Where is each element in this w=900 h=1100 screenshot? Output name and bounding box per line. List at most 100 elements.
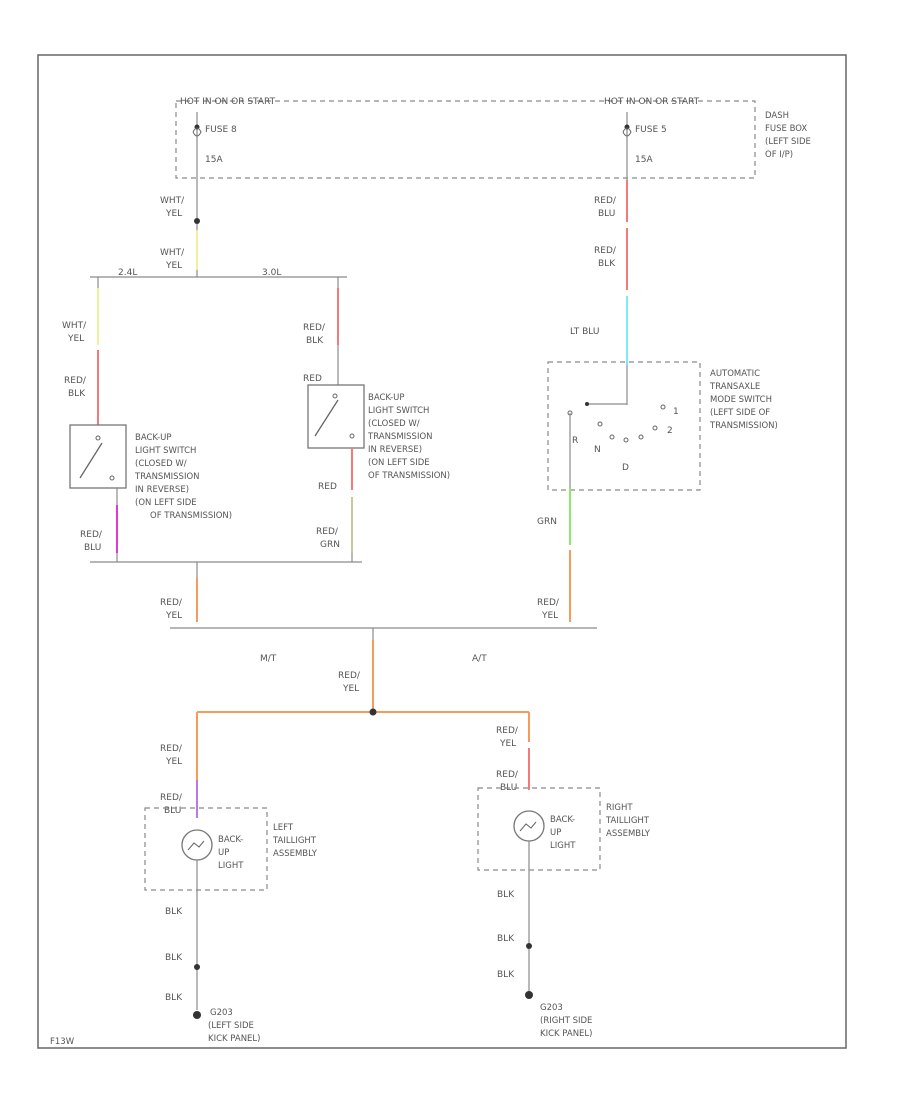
wire-label-red-blu-1a: RED/	[80, 530, 103, 540]
wire-label-blk-6: BLK	[497, 970, 515, 980]
wire-label-red-blk-2a: RED/	[303, 323, 326, 333]
backup-switch-right-icon	[314, 399, 339, 437]
wire-label-red-blu-3b: BLU	[164, 806, 181, 816]
wire-label-red-blk-1b: BLK	[68, 389, 86, 399]
splice-lamps	[369, 708, 377, 716]
wire-label-wht-yel-1b: YEL	[165, 209, 182, 219]
lamp-left-label-1: BACK-	[218, 835, 243, 845]
wire-label-red-yel-1b: YEL	[165, 611, 182, 621]
right-taillight-outline	[477, 787, 601, 871]
wire-label-blk-5: BLK	[497, 934, 515, 944]
left-taillight-outline	[144, 807, 268, 891]
switch-right-label-7: OF TRANSMISSION)	[368, 471, 450, 481]
wire-label-grn: GRN	[537, 517, 557, 527]
fuse-box-location-4: OF I/P)	[765, 150, 793, 160]
switch-right-label-2: LIGHT SWITCH	[368, 406, 429, 416]
wire-label-red-yel-5b: YEL	[499, 739, 516, 749]
ground-right-1: G203	[540, 1003, 563, 1013]
fuse-8-icon	[192, 127, 202, 137]
lamp-right-label-2: UP	[550, 828, 561, 838]
right-taillight: RED/ YEL RED/ BLU BACK- UP LIGHT RIGHT T…	[477, 726, 651, 1039]
fuse-feed-right: HOT IN ON OR START	[604, 97, 700, 107]
branch-2-4l: WHT/ YEL RED/ BLK BACK-UP LIGHT SWITCH (…	[62, 277, 232, 562]
wire-label-red-blk-1a: RED/	[64, 376, 87, 386]
ground-left-3: KICK PANEL)	[208, 1034, 260, 1044]
wire-label-blk-3: BLK	[165, 993, 183, 1003]
ground-right-3: KICK PANEL)	[540, 1029, 592, 1039]
auto-switch-label-1: AUTOMATIC	[710, 369, 760, 379]
wire-label-wht-yel-1a: WHT/	[160, 196, 185, 206]
switch-left-label-2: LIGHT SWITCH	[135, 446, 196, 456]
auto-mode-switch-outline	[547, 361, 701, 491]
branch-3-0l: RED/ BLK RED BACK-UP LIGHT SWITCH (CLOSE…	[303, 277, 450, 562]
switch-left-label-1: BACK-UP	[135, 433, 172, 443]
wire-label-red-yel-4a: RED/	[160, 744, 183, 754]
wire-label-red-blk-2b: BLK	[306, 336, 324, 346]
wire-label-wht-yel-2a: WHT/	[160, 248, 185, 258]
auto-switch-label-3: MODE SWITCH	[710, 395, 772, 405]
assembly-right-2: TAILLIGHT	[605, 816, 650, 826]
auto-position-r: R	[572, 436, 578, 446]
lamp-right-label-3: LIGHT	[550, 841, 576, 851]
backup-switch-left-body	[69, 424, 127, 489]
wire-label-red-blu-3a: RED/	[160, 793, 183, 803]
wire-label-red-yel-2a: RED/	[537, 598, 560, 608]
switch-right-label-4: TRANSMISSION	[367, 432, 433, 442]
wire-label-red-blu-1b: BLU	[84, 543, 101, 553]
wire-label-lt-blu: LT BLU	[570, 327, 599, 337]
switch-left-label-7: OF TRANSMISSION)	[150, 511, 232, 521]
wire-label-red-yel-5a: RED/	[496, 726, 519, 736]
splice-left-feed	[194, 218, 200, 224]
wire-label-blk-4: BLK	[497, 890, 515, 900]
wire-label-red-blu-2a: RED/	[594, 196, 617, 206]
backup-switch-right-body	[307, 384, 365, 449]
wire-label-red-yel-2b: YEL	[541, 611, 558, 621]
wire-label-red-blk-3a: RED/	[594, 246, 617, 256]
fuse-5-amp: 15A	[635, 155, 653, 165]
ground-left-1: G203	[210, 1008, 233, 1018]
auto-switch-label-5: TRANSMISSION)	[709, 421, 778, 431]
ground-right-2: (RIGHT SIDE	[540, 1016, 592, 1026]
wire-label-red-grn-a: RED/	[316, 527, 339, 537]
assembly-right-1: RIGHT	[606, 803, 633, 813]
lamp-right-label-1: BACK-	[550, 815, 575, 825]
auto-switch-label-4: (LEFT SIDE OF	[710, 408, 770, 418]
feed-wire-left: WHT/ YEL WHT/ YEL 2.4L 3.0L	[90, 180, 347, 278]
backup-switch-left-icon	[79, 442, 103, 479]
footer-code: F13W	[50, 1037, 75, 1047]
assembly-left-2: TAILLIGHT	[272, 836, 317, 846]
fuse-8-label: FUSE 8	[205, 125, 237, 135]
wire-label-wht-yel-3a: WHT/	[62, 321, 87, 331]
wire-label-blk-1: BLK	[165, 907, 183, 917]
wire-label-red-yel-4b: YEL	[165, 757, 182, 767]
fuse-box-location-2: FUSE BOX	[765, 124, 807, 134]
fuse-box: HOT IN ON OR START HOT IN ON OR START DA…	[175, 97, 811, 180]
fuse-box-outline	[175, 100, 756, 179]
wire-label-red-2: RED	[318, 482, 337, 492]
diagram-frame	[37, 54, 847, 1049]
lamp-left-label-2: UP	[218, 848, 229, 858]
auto-switch-label-2: TRANSAXLE	[709, 382, 760, 392]
switch-left-label-3: (CLOSED W/	[135, 459, 187, 469]
fuse-5-icon	[622, 127, 632, 137]
fuse-box-location-1: DASH	[765, 111, 789, 121]
wire-label-red-yel-3a: RED/	[338, 671, 361, 681]
switch-right-label-3: (CLOSED W/	[368, 419, 420, 429]
auto-position-d: D	[622, 463, 629, 473]
wire-label-red-yel-1a: RED/	[160, 598, 183, 608]
splice-ground-right	[526, 943, 532, 949]
wire-label-wht-yel-2b: YEL	[165, 261, 182, 271]
assembly-right-3: ASSEMBLY	[606, 829, 651, 839]
wire-label-red-blk-3b: BLK	[598, 259, 616, 269]
left-taillight: RED/ YEL RED/ BLU BACK- UP LIGHT LEFT TA…	[144, 744, 318, 1044]
ground-left-2: (LEFT SIDE	[208, 1021, 254, 1031]
lamp-left-label-3: LIGHT	[218, 861, 244, 871]
wire-label-wht-yel-3b: YEL	[67, 334, 84, 344]
fuse-8-amp: 15A	[205, 155, 223, 165]
branch-label-mt: M/T	[260, 654, 277, 664]
wire-label-red-blu-2b: BLU	[598, 209, 615, 219]
assembly-left-3: ASSEMBLY	[273, 849, 318, 859]
variant-label-left: 2.4L	[118, 268, 137, 278]
fuse-feed-left: HOT IN ON OR START	[180, 97, 276, 107]
